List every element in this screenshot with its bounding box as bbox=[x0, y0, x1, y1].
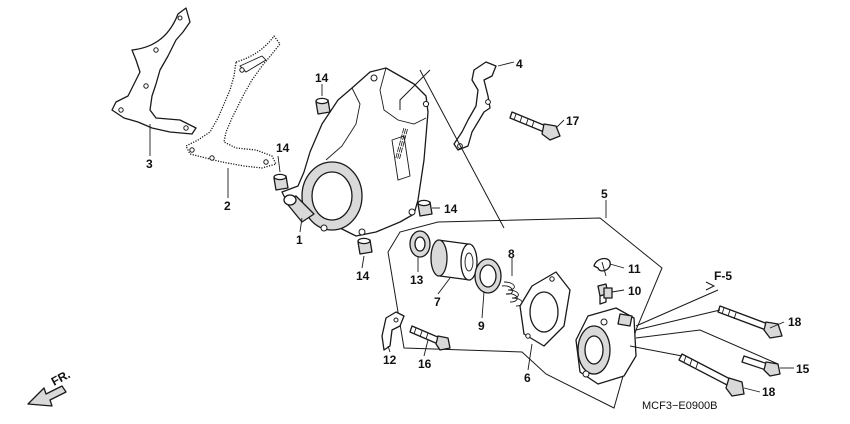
part-14-dowels bbox=[273, 97, 433, 255]
part-3-gasket bbox=[111, 7, 197, 135]
callout-18-b: 18 bbox=[762, 385, 776, 399]
part-18-bolt-upper bbox=[717, 305, 783, 339]
dowel-d bbox=[357, 237, 373, 255]
part-11-clip bbox=[593, 257, 611, 277]
callout-18-a: 18 bbox=[788, 315, 802, 329]
dowel-a bbox=[315, 97, 331, 115]
part-2-gasket bbox=[185, 35, 281, 169]
part-17-bolt bbox=[509, 111, 561, 141]
part-4-bracket bbox=[453, 61, 497, 151]
part-10-bleeder bbox=[597, 283, 613, 305]
callout-17: 17 bbox=[566, 114, 580, 128]
callout-6: 6 bbox=[524, 371, 531, 385]
callout-1: 1 bbox=[296, 233, 303, 247]
reference-f5: F-5 bbox=[714, 269, 732, 283]
callout-4: 4 bbox=[516, 57, 523, 71]
callout-8: 8 bbox=[508, 247, 515, 261]
callout-12: 12 bbox=[383, 353, 397, 367]
callout-labels: 1 2 3 4 5 6 7 8 9 10 11 12 13 14 14 14 1… bbox=[49, 57, 810, 412]
dowel-c bbox=[417, 199, 433, 217]
part-8-spring bbox=[501, 281, 523, 307]
part-9-seal-ring bbox=[474, 258, 502, 294]
part-12-clamp bbox=[381, 311, 405, 351]
leader-lines bbox=[149, 61, 794, 393]
callout-14-a: 14 bbox=[315, 71, 329, 85]
callout-10: 10 bbox=[628, 284, 642, 298]
direction-label: FR. bbox=[49, 367, 73, 388]
callout-14-d: 14 bbox=[356, 269, 370, 283]
part-5-cylinder-body bbox=[575, 307, 637, 385]
part-18-bolt-lower bbox=[678, 353, 745, 397]
callout-16: 16 bbox=[418, 357, 432, 371]
callout-14-b: 14 bbox=[276, 141, 290, 155]
part-6-gasket bbox=[519, 271, 571, 347]
callout-15: 15 bbox=[796, 362, 810, 376]
callout-9: 9 bbox=[478, 319, 485, 333]
part-16-bolt bbox=[409, 325, 451, 351]
callout-13: 13 bbox=[410, 273, 424, 287]
callout-11: 11 bbox=[628, 262, 641, 276]
diagram-code: MCF3−E0900B bbox=[642, 400, 718, 412]
part-1-side-cover: ≡≡≡≡≡ bbox=[281, 67, 430, 237]
callout-2: 2 bbox=[224, 199, 231, 213]
part-7-piston bbox=[430, 239, 478, 281]
callout-5: 5 bbox=[601, 187, 608, 201]
callout-14-c: 14 bbox=[444, 202, 458, 216]
part-13-seal bbox=[409, 230, 431, 258]
callout-7: 7 bbox=[434, 295, 441, 309]
dowel-b bbox=[273, 173, 289, 191]
front-direction-arrow bbox=[27, 385, 67, 407]
callout-3: 3 bbox=[146, 157, 153, 171]
part-15-bolt bbox=[741, 355, 781, 377]
